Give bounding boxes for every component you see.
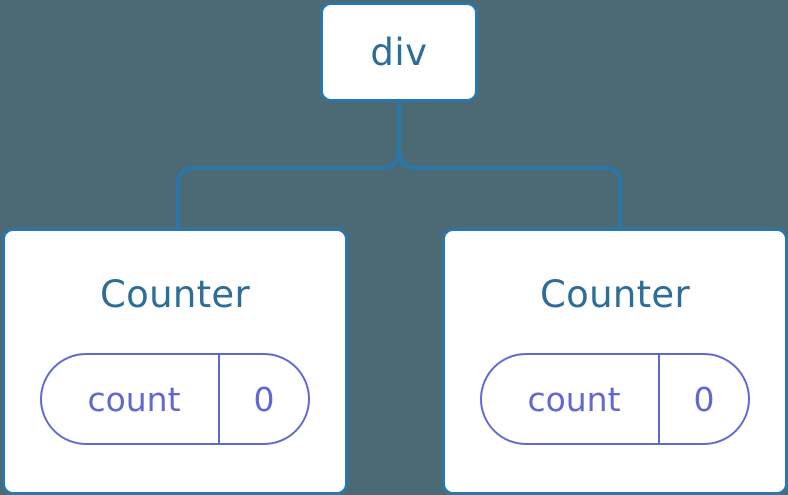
node-div-label: div	[370, 30, 428, 74]
node-counter-left[interactable]: Counter count 0	[2, 228, 348, 495]
node-counter-left-title: Counter	[100, 273, 250, 316]
state-value-left: 0	[218, 355, 308, 443]
connector-edge-left	[176, 149, 401, 230]
state-pill-left: count 0	[40, 353, 310, 445]
state-key-right: count	[527, 379, 621, 419]
connector-edge-right	[397, 149, 622, 230]
state-value-right: 0	[658, 355, 748, 443]
node-div[interactable]: div	[320, 2, 478, 102]
node-counter-right-title: Counter	[540, 273, 690, 316]
state-pill-right: count 0	[480, 353, 750, 445]
node-counter-right[interactable]: Counter count 0	[442, 228, 788, 495]
state-key-left: count	[87, 379, 181, 419]
